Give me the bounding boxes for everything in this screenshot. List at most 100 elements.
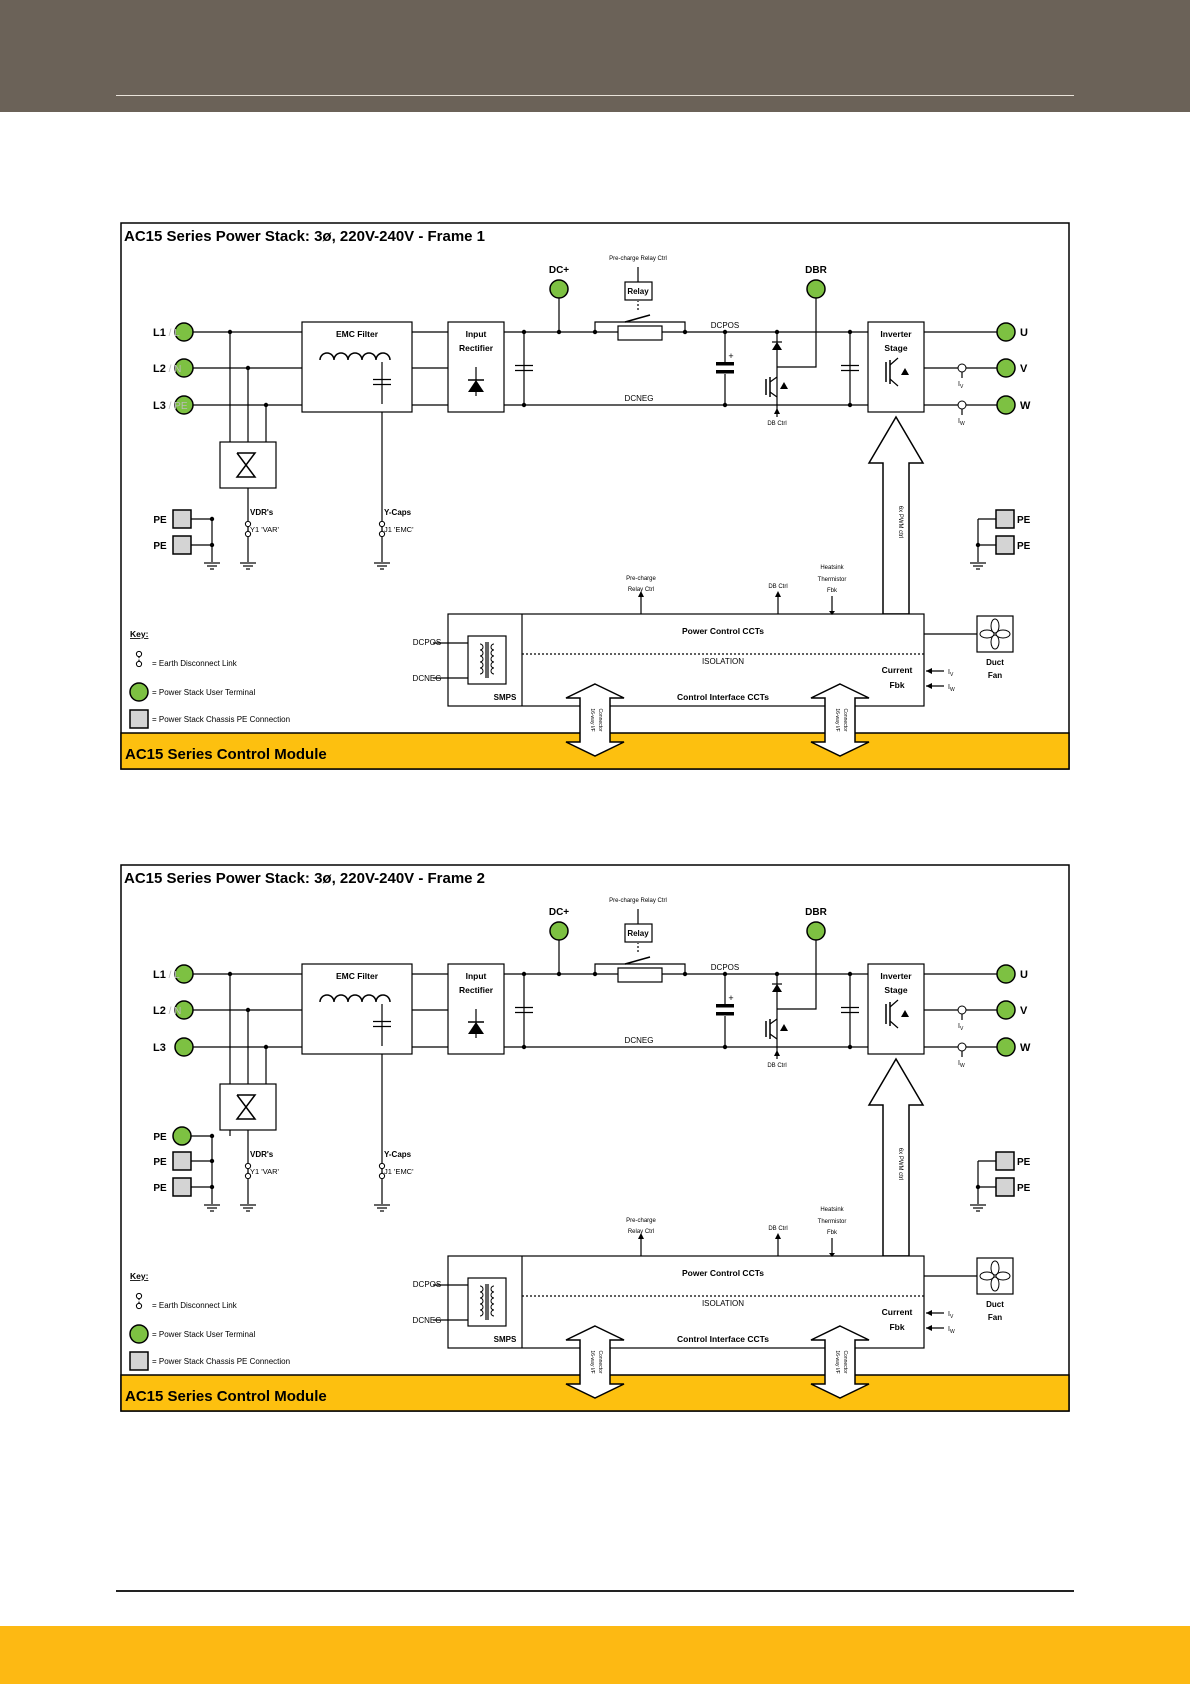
output-terminal-label: V (1020, 363, 1028, 375)
smps-label: SMPS (494, 1335, 517, 1344)
connector-arrow-icon (565, 1325, 625, 1399)
junction-dot (209, 1158, 215, 1164)
ycaps-label: Y-Caps (384, 508, 412, 517)
connector-label: Connector (842, 1350, 848, 1373)
precharge-fb-label: Relay Ctrl (628, 1229, 654, 1235)
iv-main: I (958, 1023, 960, 1030)
connector-arrow-icon (810, 683, 870, 757)
transformer-coil-icon (490, 643, 495, 675)
current-fbk-arrow (926, 683, 932, 689)
input-terminal-label: L1 / L (153, 327, 180, 339)
user-terminal-icon (129, 682, 149, 702)
chassis-pe-icon (172, 1177, 192, 1197)
heatsink-fb-arrow (829, 1253, 835, 1257)
right-pe-label: PE (1017, 1183, 1031, 1194)
fan-blade-icon (995, 1271, 1011, 1281)
output-terminal-label: W (1020, 1042, 1031, 1054)
right-pe-label: PE (1017, 515, 1031, 526)
output-terminal-label: U (1020, 969, 1028, 981)
ctl-iv-main: I (948, 669, 950, 676)
control-interface-label: Control Interface CCTs (677, 692, 769, 702)
inverter-igbt-icon (889, 357, 899, 366)
vdrs-label: VDR's (250, 508, 274, 517)
precharge-bypass (594, 321, 686, 332)
control-module-label: AC15 Series Control Module (125, 1388, 327, 1405)
iw-sub: W (960, 1063, 965, 1069)
duct-fan-label: Duct (986, 658, 1004, 667)
precharge-fb-label: Pre-charge (626, 1218, 656, 1224)
precharge-fb-label: Pre-charge (626, 576, 656, 582)
left-pe-label: PE (153, 541, 167, 552)
db-ctrl-arrow (774, 1050, 780, 1056)
user-terminal-icon (549, 279, 569, 299)
precharge-fb-arrow (638, 591, 644, 597)
control-dcneg-label: DCNEG (413, 1316, 442, 1325)
connector-label: Connector (597, 1350, 603, 1373)
key-user-terminal-label: = Power Stack User Terminal (152, 688, 255, 697)
igbt-diode-icon (780, 1024, 788, 1031)
earth-link-icon (244, 520, 252, 528)
connector-label: Connector (842, 708, 848, 731)
output-terminal-label: U (1020, 327, 1028, 339)
input-name: L3 (153, 1042, 166, 1054)
iv-sub: V (960, 384, 964, 390)
user-terminal-icon (996, 358, 1016, 378)
connector-label: Connector (597, 708, 603, 731)
junction-dot (975, 542, 981, 548)
inverter-igbt-icon (889, 1020, 899, 1029)
control-dcpos-label: DCPOS (413, 1280, 441, 1289)
heatsink-label: Heatsink (820, 1207, 844, 1213)
db-ctrl-label: DB Ctrl (767, 1063, 786, 1069)
frame-title: AC15 Series Power Stack: 3ø, 220V-240V -… (124, 870, 485, 887)
ctl-iw-main: I (948, 684, 950, 691)
heatsink-label: Fbk (827, 588, 838, 594)
duct-fan-label: Fan (988, 671, 1002, 680)
heatsink-fb-arrow (829, 611, 835, 615)
input-name: L1 (153, 969, 166, 981)
dc-capacitor-icon (716, 362, 734, 366)
j1-emc-label: J1 'EMC' (384, 525, 414, 534)
dc-capacitor-icon (716, 370, 734, 374)
dcplus-label: DC+ (549, 907, 569, 918)
cap-plus-icon: + (728, 351, 733, 361)
chassis-pe-icon (172, 1151, 192, 1171)
input-terminal-label: L3 / PE (153, 400, 188, 412)
dbr-label: DBR (805, 265, 827, 276)
control-dcpos-label: DCPOS (413, 638, 441, 647)
db-ctrl-label: DB Ctrl (767, 421, 786, 427)
chassis-pe-icon (995, 509, 1015, 529)
junction-dot (975, 1184, 981, 1190)
earth-link-icon (244, 1162, 252, 1170)
iv-label: IV (958, 1023, 964, 1032)
inverter-stage-block (867, 963, 925, 1055)
rectifier-label: Rectifier (459, 343, 494, 353)
left-pe-label: PE (153, 515, 167, 526)
j1-emc-label: J1 'EMC' (384, 1167, 414, 1176)
pwm-ctrl-label: 6x PWM ctrl (897, 1148, 903, 1180)
duct-fan-label: Fan (988, 1313, 1002, 1322)
current-fbk-arrow (926, 1325, 932, 1331)
dcpos-label: DCPOS (711, 963, 739, 972)
heatsink-label: Heatsink (820, 565, 844, 571)
inverter-label: Inverter (880, 329, 912, 339)
input-terminal-label: L3 (153, 1042, 166, 1054)
transformer-coil-icon (479, 643, 484, 675)
precharge-fb-arrow (638, 1233, 644, 1239)
power-control-label: Power Control CCTs (682, 1268, 764, 1278)
emc-filter-block (301, 963, 413, 1055)
output-terminal-label: W (1020, 400, 1031, 412)
chassis-pe-icon (172, 535, 192, 555)
iw-sub: W (960, 421, 965, 427)
key-earth-link-label: = Earth Disconnect Link (152, 1301, 238, 1310)
precharge-resistor-icon (617, 967, 663, 983)
smps-label: SMPS (494, 693, 517, 702)
dcplus-label: DC+ (549, 265, 569, 276)
y1-var-label: Y1 'VAR' (250, 1167, 280, 1176)
pwm-ctrl-label: 6x PWM ctrl (897, 506, 903, 538)
current-sensor-icon (957, 363, 967, 373)
chassis-pe-icon (995, 535, 1015, 555)
junction-dot (209, 1184, 215, 1190)
inverter-label: Stage (884, 343, 907, 353)
cap-plus-icon: + (728, 993, 733, 1003)
user-terminal-icon (549, 921, 569, 941)
